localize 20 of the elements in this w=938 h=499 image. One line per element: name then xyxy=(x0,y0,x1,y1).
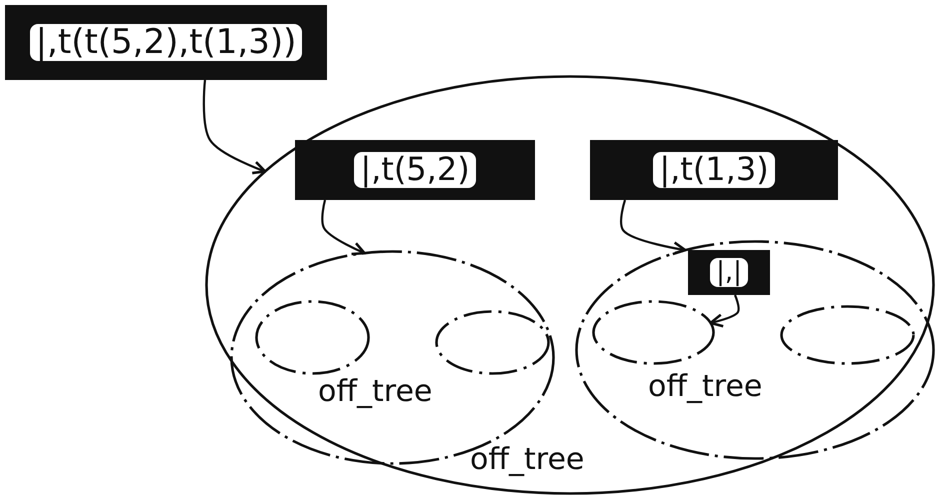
empty-ellipse xyxy=(255,300,370,375)
term-box xyxy=(590,140,838,200)
arrow xyxy=(321,200,366,256)
term-label: |,t(1,3) xyxy=(653,152,775,188)
region-ellipse xyxy=(205,75,935,495)
empty-ellipse xyxy=(780,305,915,365)
empty-ellipse xyxy=(592,300,715,365)
arrow xyxy=(202,80,266,174)
region-label: off_tree xyxy=(318,377,432,407)
region-label: off_tree xyxy=(648,372,762,402)
term-box xyxy=(295,140,535,200)
term-box xyxy=(688,250,770,295)
term-label: |,t(5,2) xyxy=(354,152,476,188)
region-label: off_tree xyxy=(470,445,584,475)
arrow xyxy=(709,294,740,328)
arrow xyxy=(620,200,687,256)
empty-ellipse xyxy=(435,310,550,375)
term-label: |,| xyxy=(710,258,748,287)
term-label: |,t(t(5,2),t(1,3)) xyxy=(30,24,302,62)
term-box xyxy=(5,5,327,80)
